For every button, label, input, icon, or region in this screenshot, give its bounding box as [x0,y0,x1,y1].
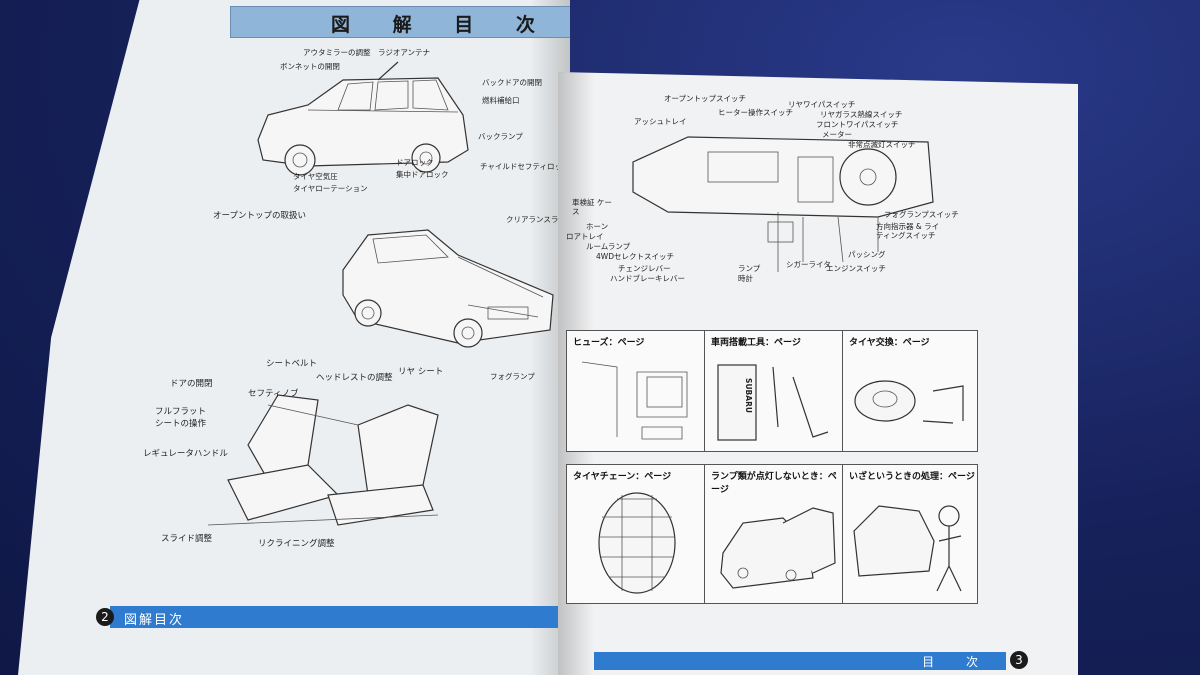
dashboard-illustration [632,136,934,272]
label-engine-switch: エンジンスイッチ [826,264,886,273]
page-number: 2 [96,608,114,626]
spare-tire-illustration [854,380,964,424]
label-fuel-lid: 燃料補給口 [482,96,520,105]
label-heater-switch: ヒーター操作スイッチ [718,108,793,117]
label-outer-mirror: アウタミラーの調整 [303,48,371,57]
page-title-bar: 図 解 目 次 [230,6,570,38]
panel-tools: 車両搭載工具：ページ SUBARU [704,330,844,452]
label-ashtray: アッシュトレイ [634,117,687,126]
label-slide: スライド調整 [161,534,213,544]
label-bonnet: ボンネットの開閉 [280,62,340,71]
label-clear-lens: クリアランスランプ [506,215,574,224]
page-title: 図 解 目 次 [331,14,553,36]
left-page-footer: 2 図解目次 [96,606,570,628]
label-rear-wiper: リヤワイパスイッチ [788,100,856,109]
label-rear-defog: リヤガラス熱線スイッチ [820,110,903,119]
label-reclining: リクライニング調整 [258,539,335,549]
label-central-lock: 集中ドアロック [396,170,449,179]
car-lamps-illustration [720,507,836,589]
label-4wd-switch: 4WDセレクトスイッチ [596,252,674,261]
panel-fuse: ヒューズ：ページ [566,330,706,452]
label-radio-antenna: ラジオアンテナ [378,48,431,57]
emergency-illustration [853,505,962,592]
label-rear-seat: リヤ シート [398,367,444,377]
footer-title-right: 目 次 [922,655,992,669]
fuse-box-illustration [581,361,688,440]
label-safety-knob: セフティノブ [248,389,299,399]
label-front-wiper: フロントワイパスイッチ [816,120,899,129]
label-hazard: 非常点滅灯スイッチ [848,140,916,149]
label-tire-pressure: タイヤ空気圧 [293,172,338,181]
label-fog-lamp: フォグランプ [490,372,535,381]
label-horn: ホーン [586,222,609,231]
label-lower-tray: ロアトレイ [566,232,604,241]
label-lamp: ランプ [738,264,761,273]
label-back-lamp: バックランプ [478,132,523,141]
label-regulator: レギュレータハンドル [143,449,228,459]
label-child-lock: チャイルドセフティロック [480,162,570,171]
right-page: オープントップスイッチ アッシュトレイ ヒーター操作スイッチ リヤワイパスイッチ… [558,72,1078,675]
panel-tire-chain: タイヤチェーン：ページ [566,464,706,604]
label-glove-box: 車検証 ケース [572,198,612,216]
label-tire-rotation: タイヤローテーション [293,184,368,193]
label-turn-signal: 方向指示器 & ライティングスイッチ [876,222,940,240]
panel-tire-change: タイヤ交換：ページ [842,330,978,452]
label-cigar: シガーライタ [786,260,831,269]
page-number-right: 3 [1010,651,1028,669]
label-headrest: ヘッドレストの調整 [316,373,393,383]
label-open-top: オープントップの取扱い [213,211,306,221]
tool-bag-brand: SUBARU [743,378,753,413]
label-change-lever: チェンジレバー [618,264,671,273]
label-full-flat: フルフラット [155,407,207,417]
label-seat-belt: シートベルト [266,359,318,369]
label-back-door: バックドアの開閉 [482,78,542,87]
panel-emergency: いざというときの処理：ページ [842,464,978,604]
tire-chain-illustration [598,492,676,594]
seat-interior-illustration [207,394,439,526]
label-seat-op: シートの操作 [155,419,207,429]
label-meter: メーター [822,130,852,139]
label-door-lock: ドアロック [396,158,434,167]
right-page-footer: 目 次 3 [594,651,1028,670]
label-open-top-switch: オープントップスイッチ [664,94,747,103]
label-hand-brake: ハンドブレーキレバー [610,274,685,283]
panel-lamp-failure: ランプ類が点灯しないとき：ページ [704,464,844,604]
tool-bag-illustration [717,364,829,441]
open-top-car-illustration [342,229,554,348]
label-door-open: ドアの開閉 [170,379,213,389]
hatchback-car-illustration [257,61,469,176]
label-lighter: ルームランプ [586,242,631,251]
footer-title: 図解目次 [124,613,185,628]
label-fog-switch: フォグランプスイッチ [884,210,959,219]
label-passing: パッシング [848,250,886,259]
label-clock: 時計 [738,274,753,283]
